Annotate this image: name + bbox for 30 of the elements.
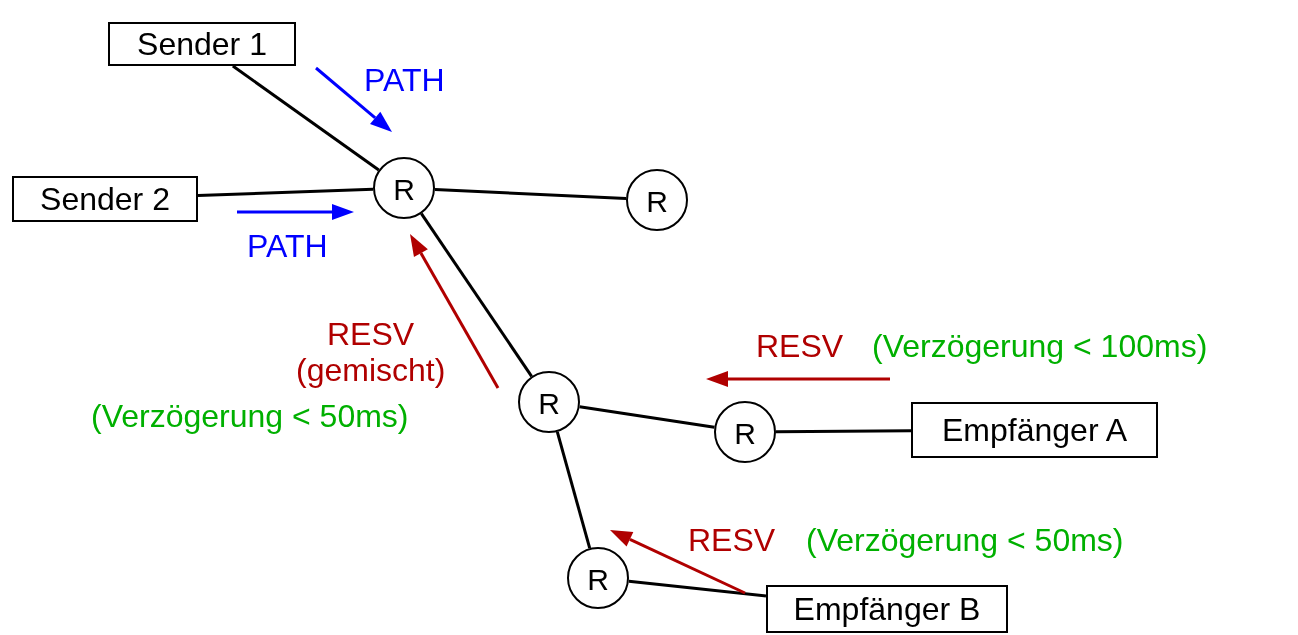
message-label: (Verzögerung < 50ms) [91, 398, 409, 434]
message-label: PATH [247, 228, 328, 264]
message-label: (Verzögerung < 50ms) [806, 522, 1124, 558]
message-label: (Verzögerung < 100ms) [872, 328, 1208, 364]
connector-line [434, 187, 627, 201]
message-label: RESV [327, 316, 415, 352]
connector-line [555, 431, 592, 549]
message-label: (gemischt) [296, 352, 446, 388]
node-label: R [587, 562, 609, 595]
node-label: R [734, 416, 756, 449]
node-label: Empfänger B [793, 593, 981, 625]
host-box [911, 402, 1158, 458]
node-label: Sender 1 [137, 28, 267, 60]
connector-line [776, 429, 911, 434]
node-label: Sender 2 [40, 183, 170, 215]
connector-line [628, 579, 767, 598]
node-label: R [393, 172, 415, 205]
connector-line [420, 212, 533, 378]
connector-line [197, 187, 374, 198]
host-box [108, 22, 296, 66]
node-label: R [646, 184, 668, 217]
host-box [12, 176, 198, 222]
message-label: PATH [364, 62, 445, 98]
node-label: Empfänger A [942, 414, 1127, 446]
host-box [766, 585, 1008, 633]
node-label: R [538, 386, 560, 419]
message-label: RESV [688, 522, 776, 558]
message-label: RESV [756, 328, 844, 364]
connector-line [232, 64, 380, 172]
connector-line [579, 405, 715, 429]
